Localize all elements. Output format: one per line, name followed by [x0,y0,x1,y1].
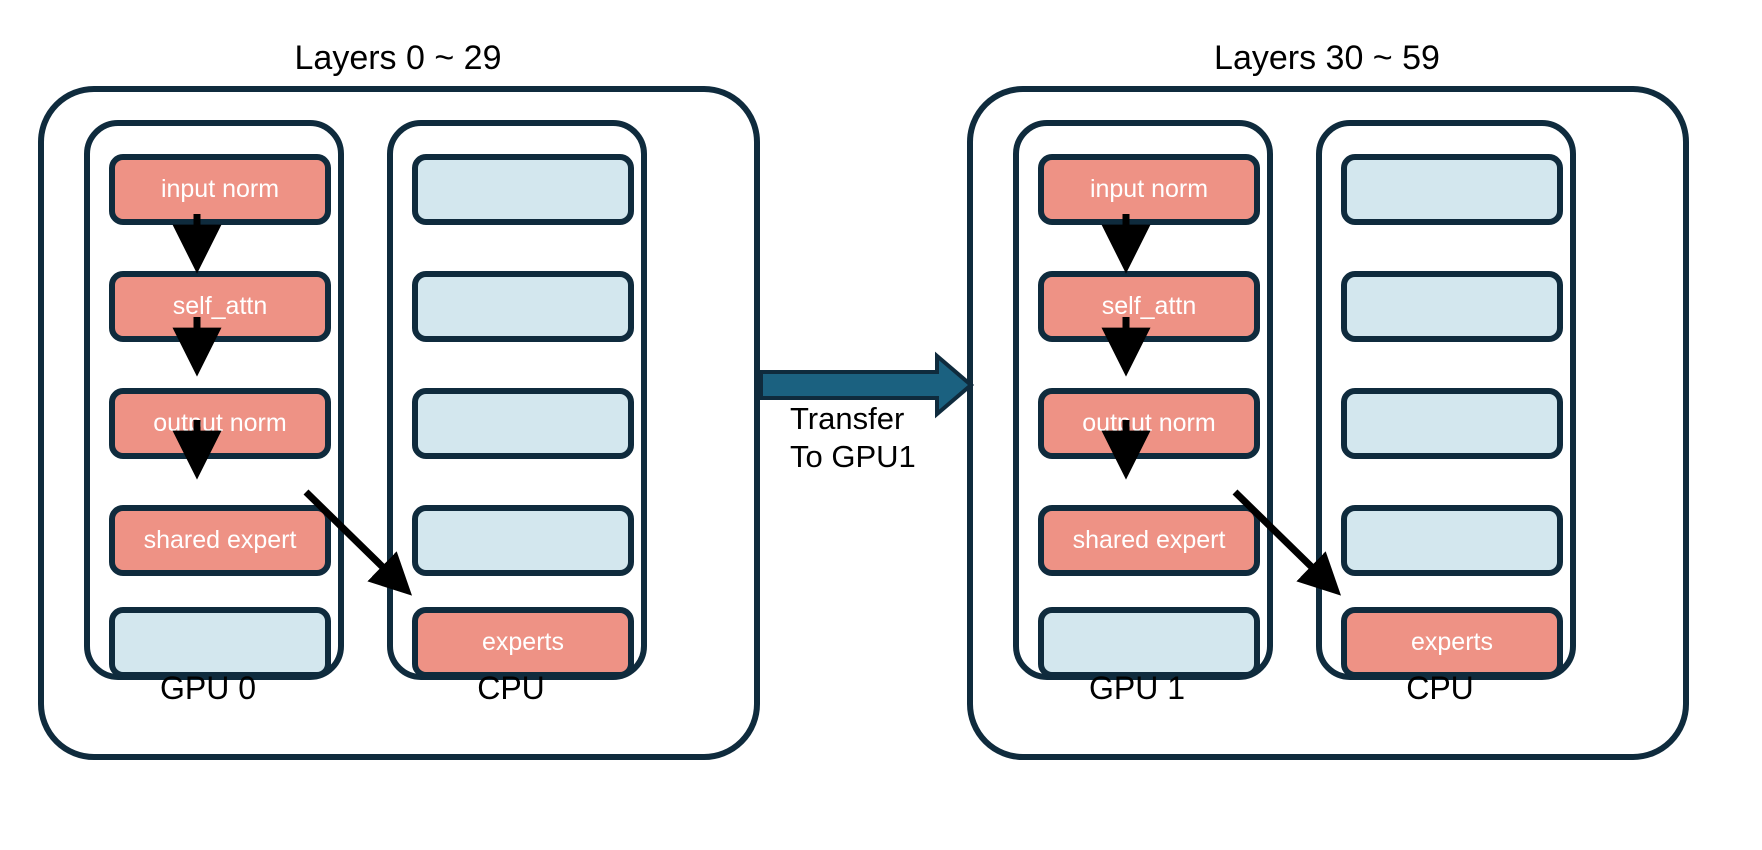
panel-title-left: Layers 0 ~ 29 [294,39,502,77]
column-cpu-left: experts [387,120,647,680]
block-cpu-slot-2-2[interactable] [1341,271,1563,342]
block-cpu-slot-3-2[interactable] [1341,388,1563,459]
device-label-cpu-left: CPU [477,670,545,706]
block-shared-expert[interactable]: shared expert [109,505,331,576]
column-cpu-right: experts [1316,120,1576,680]
block-output-norm-2[interactable]: output norm [1038,388,1260,459]
block-experts[interactable]: experts [412,607,634,678]
block-experts-2[interactable]: experts [1341,607,1563,678]
transfer-arrow-label: Transfer To GPU1 [790,401,916,474]
column-gpu-0: input norm self_attn output norm shared … [84,120,344,680]
column-gpu-1: input norm self_attn output norm shared … [1013,120,1273,680]
block-cpu-slot-1-2[interactable] [1341,154,1563,225]
panel-title-right: Layers 30 ~ 59 [1214,39,1440,77]
block-cpu-slot-4-2[interactable] [1341,505,1563,576]
block-input-norm-2[interactable]: input norm [1038,154,1260,225]
block-cpu-slot-1[interactable] [412,154,634,225]
block-input-norm[interactable]: input norm [109,154,331,225]
device-label-gpu-0: GPU 0 [159,670,257,706]
device-label-cpu-right: CPU [1406,670,1474,706]
device-group-right: input norm self_attn output norm shared … [967,86,1689,760]
block-cpu-slot-4[interactable] [412,505,634,576]
device-group-left: input norm self_attn output norm shared … [38,86,760,760]
block-output-norm[interactable]: output norm [109,388,331,459]
block-gpu-slot-5-2[interactable] [1038,607,1260,678]
block-cpu-slot-2[interactable] [412,271,634,342]
block-gpu-slot-5[interactable] [109,607,331,678]
block-cpu-slot-3[interactable] [412,388,634,459]
block-self-attn-2[interactable]: self_attn [1038,271,1260,342]
block-self-attn[interactable]: self_attn [109,271,331,342]
device-label-gpu-1: GPU 1 [1088,670,1186,706]
block-shared-expert-2[interactable]: shared expert [1038,505,1260,576]
